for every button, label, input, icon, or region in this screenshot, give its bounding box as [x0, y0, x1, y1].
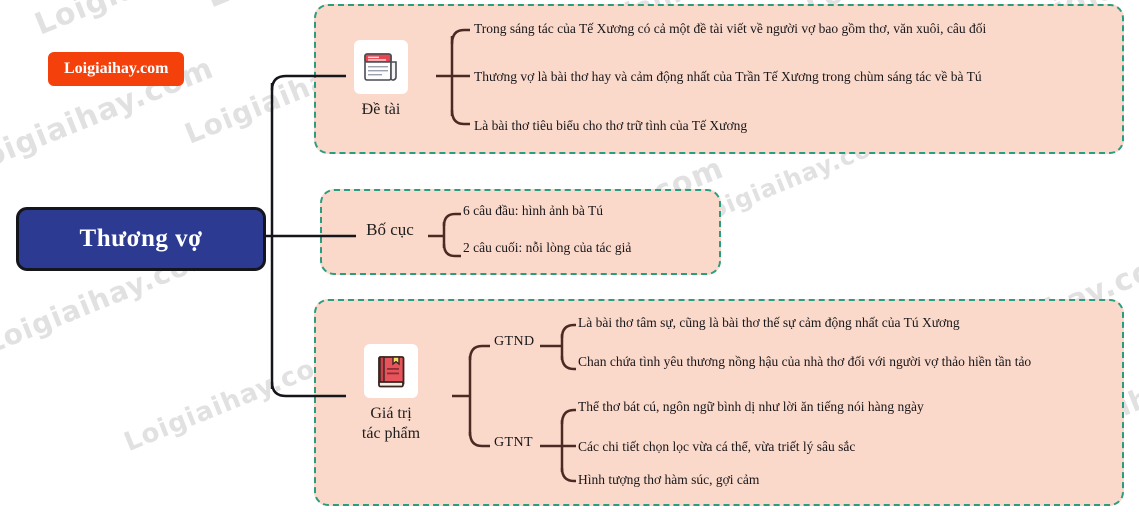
logo-text: Loigiaihay.com — [64, 60, 169, 77]
watermark-text: Loigiaihay.com — [120, 343, 346, 458]
leaf-text: Thương vợ là bài thơ hay và cảm động nhấ… — [474, 69, 982, 84]
leaf-text: Là bài thơ tiêu biểu cho thơ trữ tình củ… — [474, 118, 748, 133]
leaf-text: Hình tượng thơ hàm súc, gợi cảm — [578, 472, 760, 487]
sub-branch-label-gtnt: GTNT — [494, 435, 533, 450]
leaf-text: Thể thơ bát cú, ngôn ngữ bình dị như lời… — [578, 399, 924, 414]
branch-head-gia-tri-tac-pham[interactable]: Giá trị tác phẩm — [336, 344, 446, 444]
branch-head-de-tai[interactable]: Đề tài — [326, 40, 436, 120]
leaf-text: 2 câu cuối: nỗi lòng của tác giả — [463, 240, 632, 255]
leaf-text: Chan chứa tình yêu thương nồng hậu của n… — [578, 354, 1032, 369]
logo-badge[interactable]: Loigiaihay.com — [48, 52, 185, 86]
sub-branch-label-gtnd: GTND — [494, 334, 535, 349]
branch-panel-gia-tri-tac-pham — [314, 299, 1124, 506]
watermark-text: Loigiaihay.com — [30, 0, 289, 42]
root-node-label: Thương vợ — [79, 225, 203, 252]
book-icon — [364, 344, 418, 398]
leaf-text: Các chi tiết chọn lọc vừa cá thể, vừa tr… — [578, 439, 856, 454]
branch-panel-bo-cuc — [320, 189, 721, 275]
branch-label-bo-cuc: Bố cục — [366, 220, 414, 239]
newspaper-icon — [354, 40, 408, 94]
branch-label-gia-tri-tac-pham: Giá trị tác phẩm — [361, 405, 421, 442]
branch-label-de-tai: Đề tài — [361, 101, 401, 118]
branch-panel-de-tai — [314, 4, 1124, 154]
leaf-text: Là bài thơ tâm sự, cũng là bài thơ thế s… — [578, 315, 960, 330]
leaf-text: Trong sáng tác của Tế Xương có cả một đề… — [474, 21, 987, 36]
root-node[interactable]: Thương vợ — [16, 207, 266, 271]
leaf-text: 6 câu đầu: hình ảnh bà Tú — [463, 203, 603, 218]
branch-head-bo-cuc[interactable]: Bố cục — [335, 219, 445, 240]
